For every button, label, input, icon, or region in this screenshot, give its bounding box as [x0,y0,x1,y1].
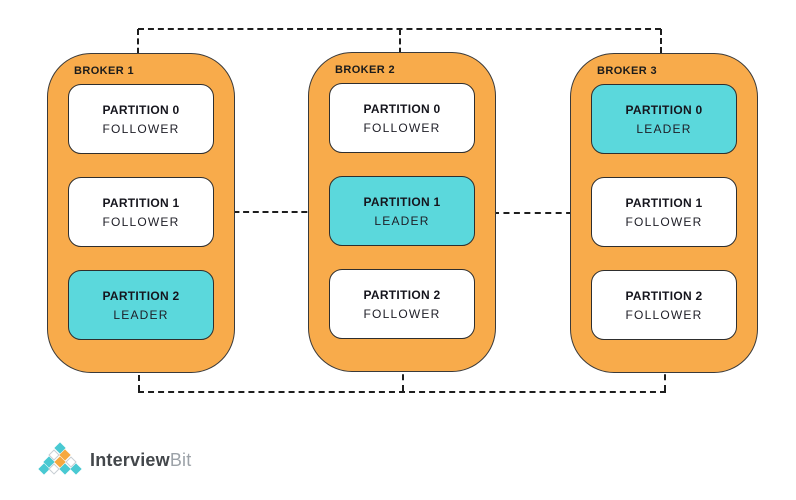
connector-top-broker3-vertical [660,29,662,62]
broker3-partition0-box: PARTITION 0 LEADER [591,84,737,154]
partition-role: FOLLOWER [102,214,180,229]
broker-1-label: BROKER 1 [74,65,135,77]
partition-role: LEADER [374,213,430,228]
broker3-partition2-box: PARTITION 2 FOLLOWER [591,270,737,340]
partition-role: FOLLOWER [102,121,180,136]
partition-label: PARTITION 2 [625,288,703,303]
partition-label: PARTITION 0 [625,102,703,117]
brand-text-bold: Interview [90,449,170,470]
partition-role: LEADER [113,307,169,322]
broker2-partition1-box: PARTITION 1 LEADER [329,176,475,246]
brand-text-light: Bit [169,449,192,470]
partition-label: PARTITION 2 [102,288,180,303]
connector-mid-left-line [214,211,317,213]
broker-3-container: BROKER 3 PARTITION 0 LEADER PARTITION 1 … [570,53,758,373]
partition-label: PARTITION 1 [625,195,703,210]
broker2-partition0-box: PARTITION 0 FOLLOWER [329,83,475,153]
partition-label: PARTITION 2 [363,287,441,302]
partition-label: PARTITION 0 [102,102,180,117]
partition-label: PARTITION 0 [363,101,441,116]
interviewbit-logo-mark-icon [38,442,82,477]
broker3-partition1-box: PARTITION 1 FOLLOWER [591,177,737,247]
partition-role: FOLLOWER [363,306,441,321]
connector-bottom-broker1-vertical [138,355,140,391]
connector-bottom-horizontal [138,391,666,393]
partition-role: LEADER [636,121,692,136]
broker-2-container: BROKER 2 PARTITION 0 FOLLOWER PARTITION … [308,52,496,372]
broker-1-container: BROKER 1 PARTITION 0 FOLLOWER PARTITION … [47,53,235,373]
partition-role: FOLLOWER [625,214,703,229]
partition-role: FOLLOWER [363,120,441,135]
broker-3-label: BROKER 3 [597,65,658,77]
broker-2-label: BROKER 2 [335,64,396,76]
broker2-partition2-box: PARTITION 2 FOLLOWER [329,269,475,339]
partition-label: PARTITION 1 [102,195,180,210]
interviewbit-logo: InterviewBit [38,442,191,477]
interviewbit-wordmark: InterviewBit [90,450,191,471]
partition-label: PARTITION 1 [363,194,441,209]
broker1-partition0-box: PARTITION 0 FOLLOWER [68,84,214,154]
connector-mid-right-line [493,212,593,214]
partition-role: FOLLOWER [625,307,703,322]
broker1-partition2-box: PARTITION 2 LEADER [68,270,214,340]
broker1-partition1-box: PARTITION 1 FOLLOWER [68,177,214,247]
